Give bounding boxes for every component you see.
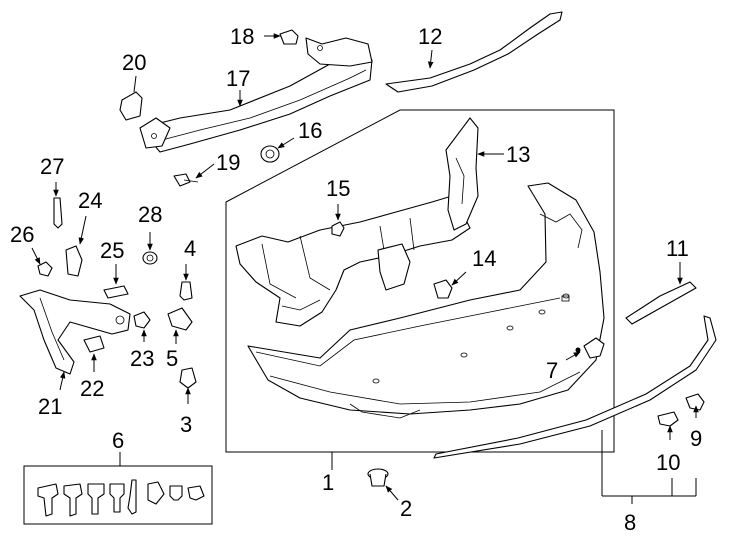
callout-27: 27 [40, 154, 64, 179]
reinforcement-bar [139, 37, 373, 153]
part-14-clip [433, 279, 453, 299]
part-7-cover [575, 337, 605, 359]
part-21-bracket [19, 289, 131, 375]
callout-labels: 1 2 3 4 5 6 7 8 9 10 11 12 13 14 15 16 1… [10, 24, 702, 535]
callout-20: 20 [122, 50, 146, 75]
callout-24: 24 [78, 188, 102, 213]
callout-17: 17 [226, 66, 250, 91]
part-6-hardware-kit [23, 452, 213, 525]
part-12-strip [385, 11, 563, 93]
part-28-grommet [142, 251, 158, 265]
part-11-reflector [625, 281, 697, 325]
part-24-clip [65, 245, 83, 277]
callout-5: 5 [166, 346, 178, 371]
part-23-nut [133, 311, 151, 329]
callout-15: 15 [326, 176, 350, 201]
part-18-nut [279, 29, 299, 45]
part-10-clip [657, 411, 679, 427]
part-25-bolt [103, 285, 129, 299]
callout-19: 19 [216, 150, 240, 175]
callout-14: 14 [472, 246, 496, 271]
part-5-bolt [167, 307, 193, 331]
bumper-bracket-assembly [235, 117, 479, 327]
part-8-molding [433, 315, 717, 459]
callout-26: 26 [10, 222, 34, 247]
part-4-pin [179, 281, 193, 301]
part-22-bolt [83, 335, 105, 353]
callout-7: 7 [546, 358, 558, 383]
callout-2: 2 [400, 496, 412, 521]
part-15-clip [331, 221, 345, 237]
callout-1: 1 [322, 470, 334, 495]
callout-22: 22 [80, 376, 104, 401]
callout-3: 3 [180, 412, 192, 437]
bumper-cover [247, 182, 605, 419]
callout-10: 10 [656, 450, 680, 475]
callout-4: 4 [184, 236, 196, 261]
callout-11: 11 [666, 236, 689, 261]
part-9-clip [685, 393, 705, 411]
part-2-grommet [367, 468, 389, 487]
callout-16: 16 [298, 118, 322, 143]
callout-25: 25 [100, 238, 124, 263]
part-16-grommet [260, 145, 280, 163]
callout-8: 8 [624, 510, 636, 535]
kit-fasteners [37, 479, 205, 517]
callout-21: 21 [38, 394, 62, 419]
bumper-assembly-frame [225, 109, 615, 453]
callout-28: 28 [138, 202, 162, 227]
part-3-bolt [179, 367, 197, 389]
callout-13: 13 [506, 142, 530, 167]
callout-12: 12 [418, 24, 442, 49]
part-27-pin [53, 197, 63, 229]
part-20-cap [119, 91, 143, 121]
callout-18: 18 [230, 24, 254, 49]
callout-6: 6 [112, 428, 124, 453]
part-19-bolt [173, 173, 199, 187]
callout-23: 23 [130, 346, 154, 371]
part-26-nut [37, 261, 53, 277]
callout-9: 9 [690, 426, 702, 451]
